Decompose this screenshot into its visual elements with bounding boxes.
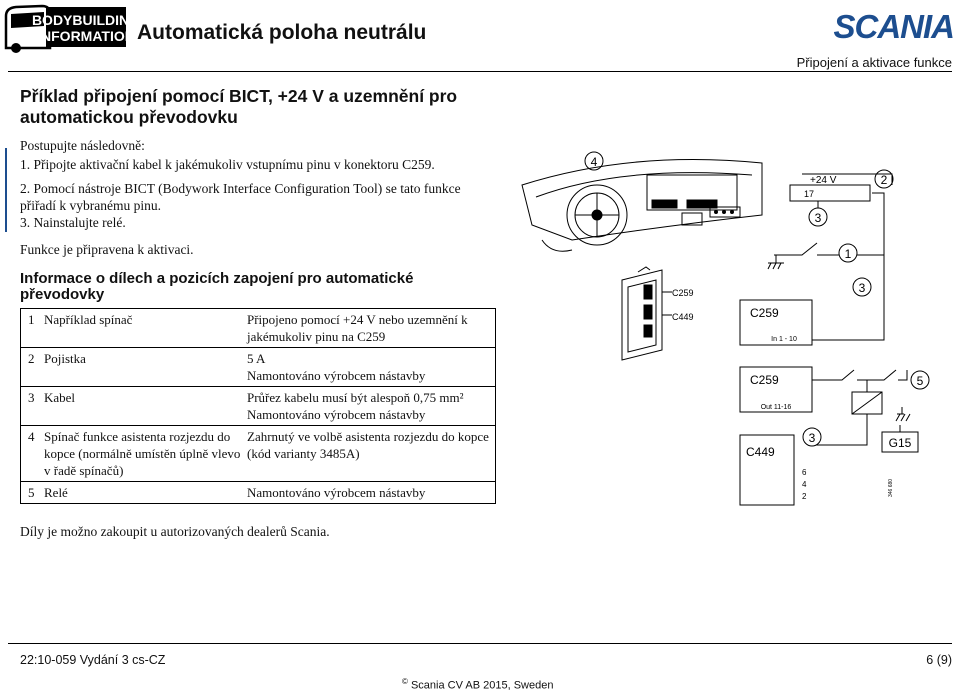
callout-3: 3 xyxy=(808,207,828,227)
logo-line2: INFORMATION xyxy=(37,28,128,44)
figure-reference: 346 680 xyxy=(888,479,894,497)
callout-1: 1 xyxy=(838,243,858,263)
pin-label: 4 xyxy=(802,480,807,489)
copyright-symbol: © xyxy=(402,677,408,686)
part-desc-line: Namontováno výrobcem nástavby xyxy=(247,407,426,422)
part-number: 4 xyxy=(28,429,35,444)
part-number: 1 xyxy=(28,312,35,327)
part-number: 3 xyxy=(28,390,35,405)
supply-label: +24 V xyxy=(810,175,837,186)
pin-label: 6 xyxy=(802,468,807,477)
pin-label: 2 xyxy=(802,492,807,501)
document-title: Automatická poloha neutrálu xyxy=(137,21,427,44)
logo-line1: BODYBUILDING xyxy=(32,12,128,28)
part-desc-line: Namontováno výrobcem nástavby xyxy=(247,368,426,383)
ground-label: G15 xyxy=(889,436,912,450)
parts-heading: Informace o dílech a pozicích zapojení p… xyxy=(20,270,414,303)
part-number: 2 xyxy=(28,351,35,366)
document-id: 22:10-059 Vydání 3 cs-CZ xyxy=(20,653,166,667)
step-number: 2. xyxy=(20,181,31,196)
part-name: Kabel xyxy=(44,390,76,405)
part-desc-line: 5 A xyxy=(247,351,266,366)
table-row: 2 Pojistka 5 A Namontováno výrobcem nást… xyxy=(21,348,495,387)
wiring-diagram: 4 17 +24 V 2 3 1 3 C259 C449 xyxy=(521,151,930,506)
footer-divider xyxy=(8,643,952,644)
callout-label: 3 xyxy=(859,281,866,295)
dashboard-illustration xyxy=(521,159,763,252)
ready-text: Funkce je připravena k aktivaci. xyxy=(20,242,194,257)
callout-label: 1 xyxy=(845,247,852,261)
truck-logo-icon: BODYBUILDING INFORMATION xyxy=(4,4,140,53)
step-text: Připojte aktivační kabel k jakémukoliv v… xyxy=(33,157,435,172)
part-name: Relé xyxy=(44,485,68,500)
step-text: Pomocí nástroje BICT (Bodywork Interface… xyxy=(20,181,461,213)
change-bar xyxy=(5,148,7,232)
part-name: Například spínač xyxy=(44,312,133,327)
table-row: 1 Například spínač Připojeno pomocí +24 … xyxy=(21,309,495,348)
part-name: Pojistka xyxy=(44,351,86,366)
output-pins-label: Out 11-16 xyxy=(761,404,792,411)
part-description: Průřez kabelu musí být alespoň 0,75 mm² … xyxy=(247,389,495,423)
parts-table: 1 Například spínač Připojeno pomocí +24 … xyxy=(20,308,496,504)
c259-pointer-label: C259 xyxy=(672,288,694,298)
connector-label: C259 xyxy=(750,306,779,320)
callout-label: 4 xyxy=(591,155,598,169)
part-name: Spínač funkce asistenta rozjezdu do kopc… xyxy=(44,429,241,478)
callout-4: 4 xyxy=(584,151,604,171)
control-unit-illustration xyxy=(621,266,672,361)
c449-pointer-label: C449 xyxy=(672,312,694,322)
connector-label: C449 xyxy=(746,445,775,459)
step-item: 1. Připojte aktivační kabel k jakémukoli… xyxy=(20,156,490,173)
purchase-note: Díly je možno zakoupit u autorizovaných … xyxy=(20,524,330,539)
part-description: Zahrnutý ve volbě asistenta rozjezdu do … xyxy=(247,428,495,479)
callout-3: 3 xyxy=(852,277,872,297)
table-row: 4 Spínač funkce asistenta rozjezdu do ko… xyxy=(21,426,495,482)
connector-c259-in: C259 In 1 - 10 xyxy=(739,299,813,346)
header-divider xyxy=(8,71,952,72)
connector-label: C259 xyxy=(750,373,779,387)
callout-label: 3 xyxy=(809,431,816,445)
table-row: 3 Kabel Průřez kabelu musí být alespoň 0… xyxy=(21,387,495,426)
callout-2: 2 xyxy=(874,169,894,189)
connector-c449: C449 6 4 2 xyxy=(739,434,807,506)
switch-symbol xyxy=(767,242,884,270)
relay-symbol xyxy=(812,380,911,446)
callout-3: 3 xyxy=(802,427,822,447)
step-number: 3. xyxy=(20,215,31,230)
step-number: 1. xyxy=(20,157,31,172)
callout-label: 5 xyxy=(917,374,924,388)
copyright: © Scania CV AB 2015, Sweden xyxy=(402,677,553,692)
callout-5: 5 xyxy=(910,370,930,390)
table-row: 5 Relé Namontováno výrobcem nástavby xyxy=(21,482,495,503)
connector-c259-out: C259 Out 11-16 xyxy=(739,366,813,413)
step-text: Nainstalujte relé. xyxy=(33,215,126,230)
step-item: 3. Nainstalujte relé. xyxy=(20,214,490,231)
part-description: Namontováno výrobcem nástavby xyxy=(247,484,495,501)
input-pins-label: In 1 - 10 xyxy=(771,336,797,343)
section-heading: Příklad připojení pomocí BICT, +24 V a u… xyxy=(20,86,458,127)
fuse-box: 17 +24 V xyxy=(789,173,893,202)
scania-logo: SCANIA xyxy=(833,8,955,45)
part-desc-line: Připojeno pomocí +24 V nebo uzemnění k j… xyxy=(247,312,468,344)
part-number: 5 xyxy=(28,485,35,500)
callout-label: 2 xyxy=(881,173,888,187)
ground-point-g15: G15 xyxy=(881,425,919,453)
part-desc-line: Zahrnutý ve volbě asistenta rozjezdu do … xyxy=(247,429,489,461)
fuse-number: 17 xyxy=(804,189,814,199)
page-number: 6 (9) xyxy=(926,653,952,667)
intro-text: Postupujte následovně: xyxy=(20,138,145,153)
copyright-text: Scania CV AB 2015, Sweden xyxy=(410,679,554,692)
part-desc-line: Průřez kabelu musí být alespoň 0,75 mm² xyxy=(247,390,464,405)
part-desc-line: Namontováno výrobcem nástavby xyxy=(247,485,426,500)
section-label: Připojení a aktivace funkce xyxy=(796,55,952,70)
part-description: Připojeno pomocí +24 V nebo uzemnění k j… xyxy=(247,311,495,345)
step-item: 2. Pomocí nástroje BICT (Bodywork Interf… xyxy=(20,180,490,214)
part-description: 5 A Namontováno výrobcem nástavby xyxy=(247,350,495,384)
callout-label: 3 xyxy=(815,211,822,225)
bodybuilding-information-logo: BODYBUILDING INFORMATION xyxy=(2,2,140,54)
